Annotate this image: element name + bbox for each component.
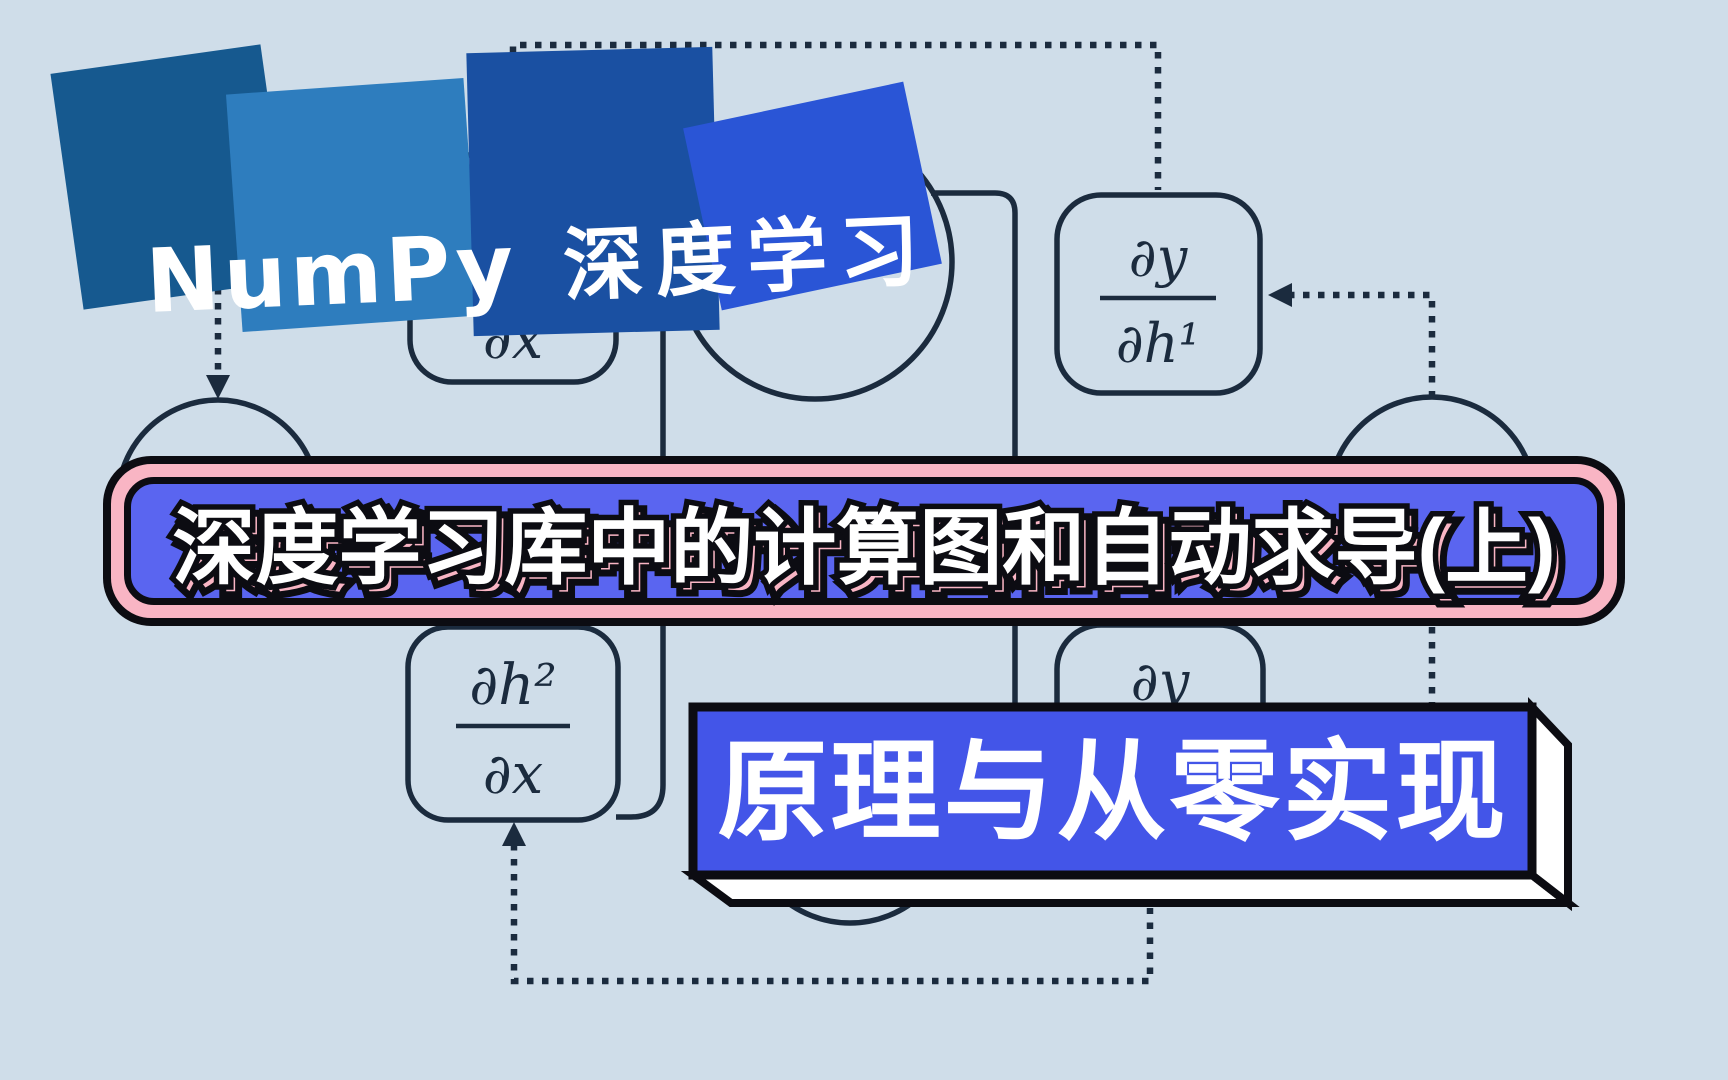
derivative-box-dy-dh1: ∂y ∂h¹ [1054, 192, 1263, 396]
dotted-wire-right-elbow [1288, 291, 1436, 395]
main-title-banner: 深度学习库中的计算图和自动求导(上) 深度学习库中的计算图和自动求导(上) [103, 456, 1625, 626]
main-title-banner-inner [124, 477, 1604, 605]
dotted-wire-bottom-elbow [510, 844, 1154, 985]
fraction-numerator: ∂y [1129, 226, 1189, 289]
arrowhead-left-icon [1268, 283, 1292, 307]
wire-top-circle-down [931, 190, 1018, 730]
fraction-denominator: ∂x [483, 742, 544, 807]
dotted-wire-top [509, 41, 1162, 190]
main-title-text-layer: 深度学习库中的计算图和自动求导(上) 深度学习库中的计算图和自动求导(上) [167, 496, 1570, 609]
derivative-box-dh2-dx: ∂h² ∂x [405, 624, 621, 823]
subtitle-banner-side-face [1528, 696, 1572, 912]
main-title-shadow-text: 深度学习库中的计算图和自动求导(上) [179, 509, 1562, 602]
fraction-denominator: ∂h¹ [1116, 312, 1200, 375]
subtitle-text: 原理与从零实现 [718, 731, 1509, 854]
subtitle-banner-front-face [688, 702, 1537, 880]
arrowhead-up-icon [502, 822, 526, 846]
arrowhead-down-icon [206, 375, 230, 399]
fraction-numerator: ∂h² [469, 653, 556, 718]
main-title-text: 深度学习库中的计算图和自动求导(上) [172, 502, 1555, 595]
wire-left-vertical [616, 305, 666, 820]
